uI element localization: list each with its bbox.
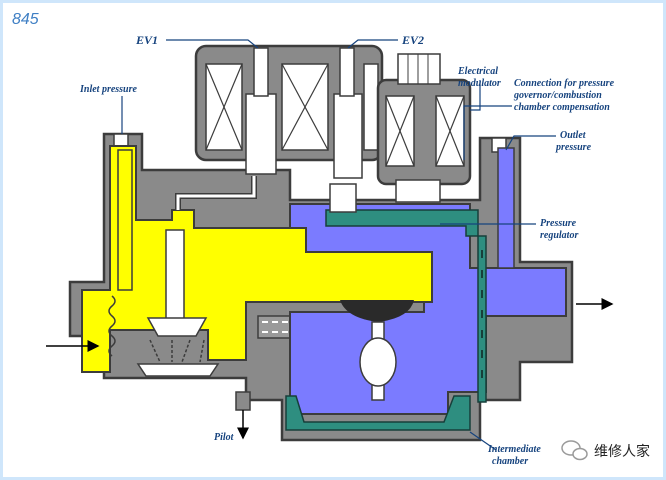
intermediate-chamber-label-l2: chamber: [492, 456, 528, 467]
connection-label-l2: governor/combustion: [513, 90, 602, 101]
ev1-label: EV1: [135, 33, 158, 47]
pilot-gas-region: [285, 179, 487, 431]
wechat-logo-icon: [561, 440, 588, 461]
electrical-modulator-label-l1: Electrical: [457, 66, 498, 77]
pressure-regulator-label-l1: Pressure: [540, 218, 577, 229]
pressure-regulator-label-l2: regulator: [540, 230, 578, 241]
electrical-modulator-label-l2: modulator: [458, 78, 501, 89]
pilot-label: Pilot: [214, 432, 235, 443]
outlet-pressure-label-l1: Outlet: [560, 130, 587, 141]
watermark-text: 维修人家: [594, 443, 650, 460]
intermediate-chamber-label-l1: Intermediate: [487, 444, 541, 455]
connection-label-l3: chamber compensation: [514, 102, 610, 113]
connection-label-l1: Connection for pressure: [514, 78, 615, 89]
ev2-label: EV2: [401, 33, 424, 47]
leader-lines: [121, 39, 556, 451]
inlet-pressure-label: Inlet pressure: [79, 84, 138, 95]
outlet-gas-region: [289, 147, 567, 415]
inlet-gas-region: [81, 145, 433, 377]
outlet-pressure-label-l2: pressure: [555, 142, 592, 153]
page-number: 845: [12, 11, 39, 28]
